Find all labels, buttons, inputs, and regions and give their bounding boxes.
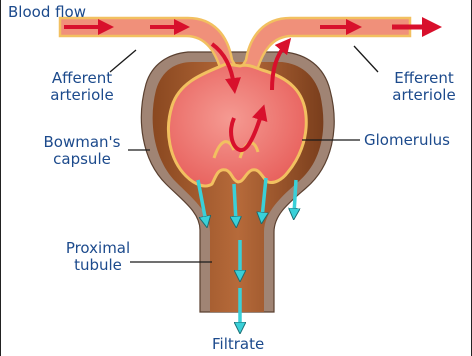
glomerulus-label: Glomerulus <box>364 132 450 149</box>
afferent-arteriole-label: Afferent arteriole <box>42 70 122 104</box>
efferent-label-line1: Efferent <box>384 70 464 87</box>
blood-flow-label: Blood flow <box>8 4 86 21</box>
afferent-label-line2: arteriole <box>42 87 122 104</box>
filtrate-label: Filtrate <box>212 336 264 353</box>
bowmans-capsule-label: Bowman's capsule <box>40 134 124 168</box>
proximal-label-line1: Proximal <box>56 240 140 257</box>
glomerulus-capillaries <box>168 64 306 186</box>
proximal-tubule-label: Proximal tubule <box>56 240 140 274</box>
proximal-label-line2: tubule <box>56 257 140 274</box>
bowmans-label-line1: Bowman's <box>40 134 124 151</box>
bowmans-label-line2: capsule <box>40 151 124 168</box>
efferent-arteriole-label: Efferent arteriole <box>384 70 464 104</box>
afferent-label-line1: Afferent <box>42 70 122 87</box>
efferent-label-line2: arteriole <box>384 87 464 104</box>
